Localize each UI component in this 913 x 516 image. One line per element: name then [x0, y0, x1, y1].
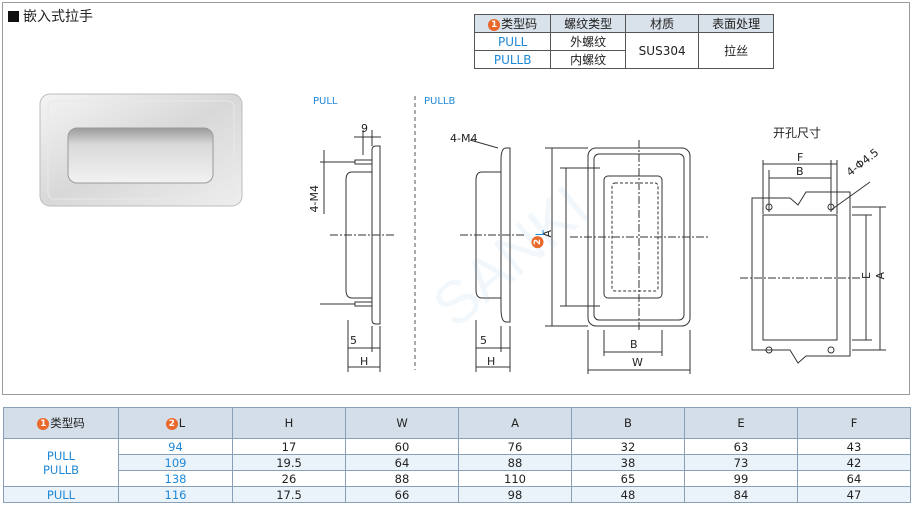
spec-code-cell: PULLB	[473, 50, 552, 69]
dim-f: F	[797, 151, 804, 164]
table-row: PULL 116 17.5 66 98 48 84 47	[3, 486, 911, 503]
badge-1-icon: 1	[37, 417, 50, 430]
cutout-view	[740, 160, 886, 364]
cell-a: 88	[458, 454, 572, 471]
drawing-frame	[2, 2, 910, 395]
cell-a: 76	[458, 438, 572, 455]
dim-5-left: 5	[350, 334, 357, 347]
hole-title: 开孔尺寸	[773, 126, 822, 140]
dim-m4-left: 4-M4	[308, 185, 321, 213]
cell-w: 66	[345, 486, 459, 503]
page-title: 嵌入式拉手	[8, 6, 93, 26]
cell-l: 138	[118, 470, 233, 487]
dim-hb: B	[796, 165, 804, 178]
cell-h: 19.5	[232, 454, 346, 471]
cell-a: 110	[458, 470, 572, 487]
pullb-label: PULLB	[424, 96, 456, 107]
table-row: 138 26 88 110 65 99 64	[4, 470, 911, 487]
cell-l: 116	[118, 486, 233, 503]
badge-2-icon: 2	[532, 236, 544, 249]
technical-drawings: SANKI	[39, 93, 886, 374]
table-row: 109 19.5 64 88 38 73 42	[4, 454, 911, 471]
cell-f: 43	[797, 438, 911, 455]
cell-e: 84	[684, 486, 798, 503]
watermark: SANKI	[420, 173, 601, 340]
spec-finish-cell: 拉丝	[698, 32, 774, 69]
pull-side-view	[320, 130, 395, 372]
cell-w: 88	[345, 470, 459, 487]
col-header-b: B	[571, 407, 685, 439]
spec-thread-cell: 内螺纹	[550, 50, 627, 69]
dim-h-left: H	[360, 355, 369, 368]
cell-h: 17	[232, 438, 346, 455]
pullb-front-view	[545, 140, 710, 374]
dim-w: W	[632, 356, 643, 369]
dim-m4-right: 4-M4	[450, 132, 478, 145]
dim-5-right: 5	[480, 334, 487, 347]
cell-f: 64	[797, 470, 911, 487]
col-header-h: H	[232, 407, 346, 439]
col-header-w: W	[345, 407, 459, 439]
spec-material-cell: SUS304	[625, 32, 700, 69]
dim-9: 9	[361, 122, 368, 135]
col-header-a: A	[458, 407, 572, 439]
cell-b: 32	[571, 438, 685, 455]
cell-h: 17.5	[232, 486, 346, 503]
cell-l: 94	[118, 438, 233, 455]
type-code-cell: PULL	[3, 486, 119, 503]
spec-thread-cell: 外螺纹	[550, 32, 627, 51]
dim-ha: A	[874, 272, 887, 280]
dim-b: B	[630, 338, 638, 351]
spec-header-material: 材质	[625, 14, 700, 33]
pullb-side-view	[460, 139, 525, 372]
badge-1-icon: 1	[488, 18, 501, 31]
spec-header-finish: 表面处理	[698, 14, 774, 33]
col-header-e: E	[684, 407, 798, 439]
cell-b: 48	[571, 486, 685, 503]
cell-a: 98	[458, 486, 572, 503]
cell-e: 63	[684, 438, 798, 455]
cell-e: 73	[684, 454, 798, 471]
title-square-icon	[8, 10, 19, 22]
cell-w: 60	[345, 438, 459, 455]
dim-h-right: H	[487, 355, 496, 368]
cell-h: 26	[232, 470, 346, 487]
badge-2-icon: 2	[165, 417, 178, 430]
product-photo	[39, 93, 243, 207]
cell-e: 99	[684, 470, 798, 487]
cell-b: 65	[571, 470, 685, 487]
cell-f: 47	[797, 486, 911, 503]
dim-l: 2L	[531, 230, 547, 249]
cell-w: 64	[345, 454, 459, 471]
col-header-f: F	[797, 407, 911, 439]
pull-label: PULL	[313, 96, 338, 107]
cell-l: 109	[118, 454, 233, 471]
cell-f: 42	[797, 454, 911, 471]
dim-e: E	[860, 272, 873, 279]
cell-b: 38	[571, 454, 685, 471]
